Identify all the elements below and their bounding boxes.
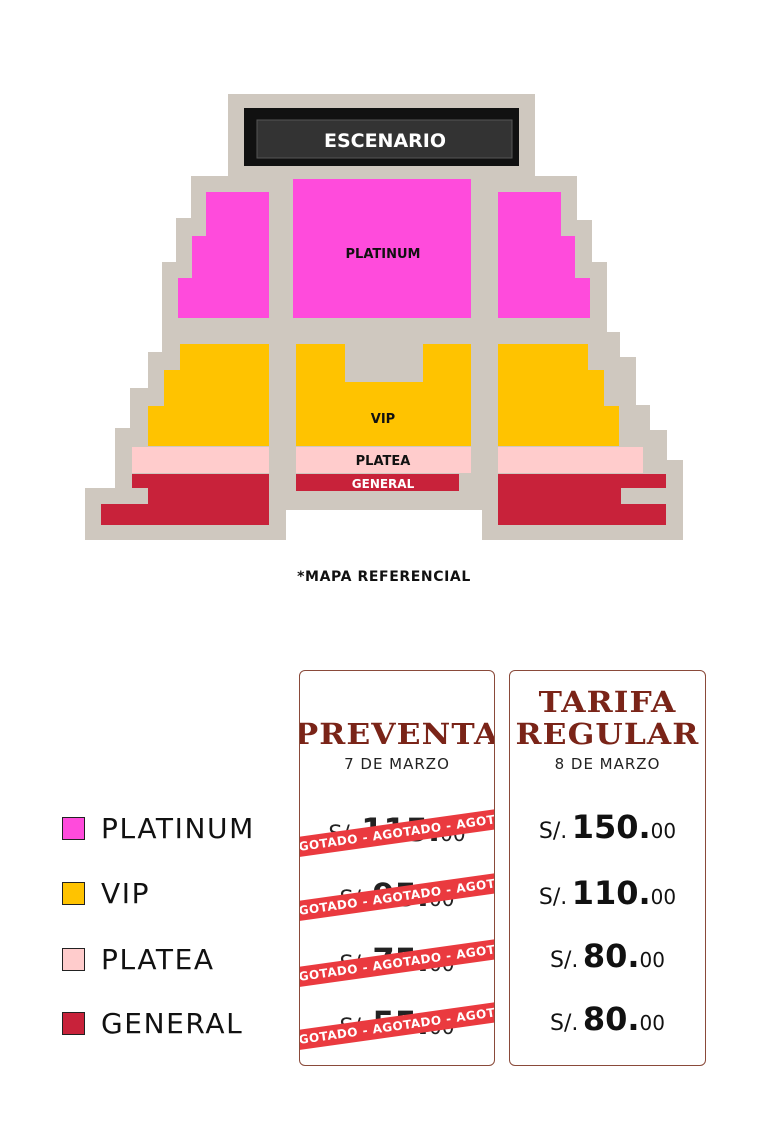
platea-swatch xyxy=(62,947,85,971)
currency: S/. xyxy=(538,885,568,910)
legend-item-vip: VIP xyxy=(62,876,151,910)
seating-map: ESCENARIO PLATINUM VIP PLATEA GENERAL xyxy=(85,94,683,540)
map-disclaimer: *MAPA REFERENCIAL xyxy=(297,569,471,585)
vip-swatch xyxy=(62,881,85,905)
zone-platea-left[interactable] xyxy=(132,447,269,473)
regular-price-platea: S/. 80.00 xyxy=(510,937,705,975)
general-swatch xyxy=(62,1011,85,1035)
zone-general-left[interactable] xyxy=(101,474,269,525)
currency: S/. xyxy=(550,1011,579,1036)
regular-price-platinum: S/. 150.00 xyxy=(510,808,705,846)
zone-general-center[interactable] xyxy=(296,474,459,491)
price-cents: 00 xyxy=(639,1011,665,1035)
zone-platinum-left[interactable] xyxy=(178,192,269,318)
preventa-column: PREVENTA 7 DE MARZO S/. 115.00 AGOTADO -… xyxy=(299,670,495,1066)
zone-platea-right[interactable] xyxy=(498,447,643,473)
regular-column: TARIFA REGULAR 8 DE MARZO S/. 150.00 S/.… xyxy=(509,670,706,1066)
legend-label: PLATEA xyxy=(101,942,215,976)
zone-vip-right[interactable] xyxy=(498,344,619,446)
regular-date: 8 DE MARZO xyxy=(554,755,661,773)
zone-general-label: GENERAL xyxy=(352,477,415,491)
legend-label: PLATINUM xyxy=(101,811,255,845)
legend-label: VIP xyxy=(101,876,151,910)
preventa-date: 7 DE MARZO xyxy=(344,755,450,773)
zone-vip-label: VIP xyxy=(371,412,395,427)
price-amount: 80. xyxy=(582,937,640,975)
price-amount: 150. xyxy=(571,808,651,846)
zone-platea-label: PLATEA xyxy=(356,454,411,469)
platinum-swatch xyxy=(62,816,85,840)
regular-price-general: S/. 80.00 xyxy=(510,1000,705,1038)
preventa-title: PREVENTA xyxy=(299,717,495,751)
price-cents: 00 xyxy=(639,948,665,972)
stage-label: ESCENARIO xyxy=(324,130,446,152)
legend-item-general: GENERAL xyxy=(62,1006,244,1040)
currency: S/. xyxy=(550,948,579,973)
regular-price-vip: S/. 110.00 xyxy=(510,874,705,912)
price-cents: 00 xyxy=(650,819,677,843)
zone-platinum-right[interactable] xyxy=(498,192,590,318)
stage xyxy=(256,119,513,159)
legend-label: GENERAL xyxy=(101,1006,244,1040)
regular-title-line1: TARIFA xyxy=(538,685,677,719)
zone-platinum-center[interactable] xyxy=(293,179,471,318)
price-cents: 00 xyxy=(650,885,677,909)
currency: S/. xyxy=(538,819,568,844)
zone-vip-center[interactable] xyxy=(296,344,471,446)
price-amount: 110. xyxy=(571,874,651,912)
price-amount: 80. xyxy=(582,1000,640,1038)
zone-vip-left[interactable] xyxy=(148,344,269,446)
zone-platinum-label: PLATINUM xyxy=(346,247,421,262)
legend-item-platea: PLATEA xyxy=(62,942,215,976)
regular-title-line2: REGULAR xyxy=(515,717,700,751)
legend-item-platinum: PLATINUM xyxy=(62,811,255,845)
zone-platea-center[interactable] xyxy=(296,447,471,473)
zone-general-right[interactable] xyxy=(498,474,666,525)
